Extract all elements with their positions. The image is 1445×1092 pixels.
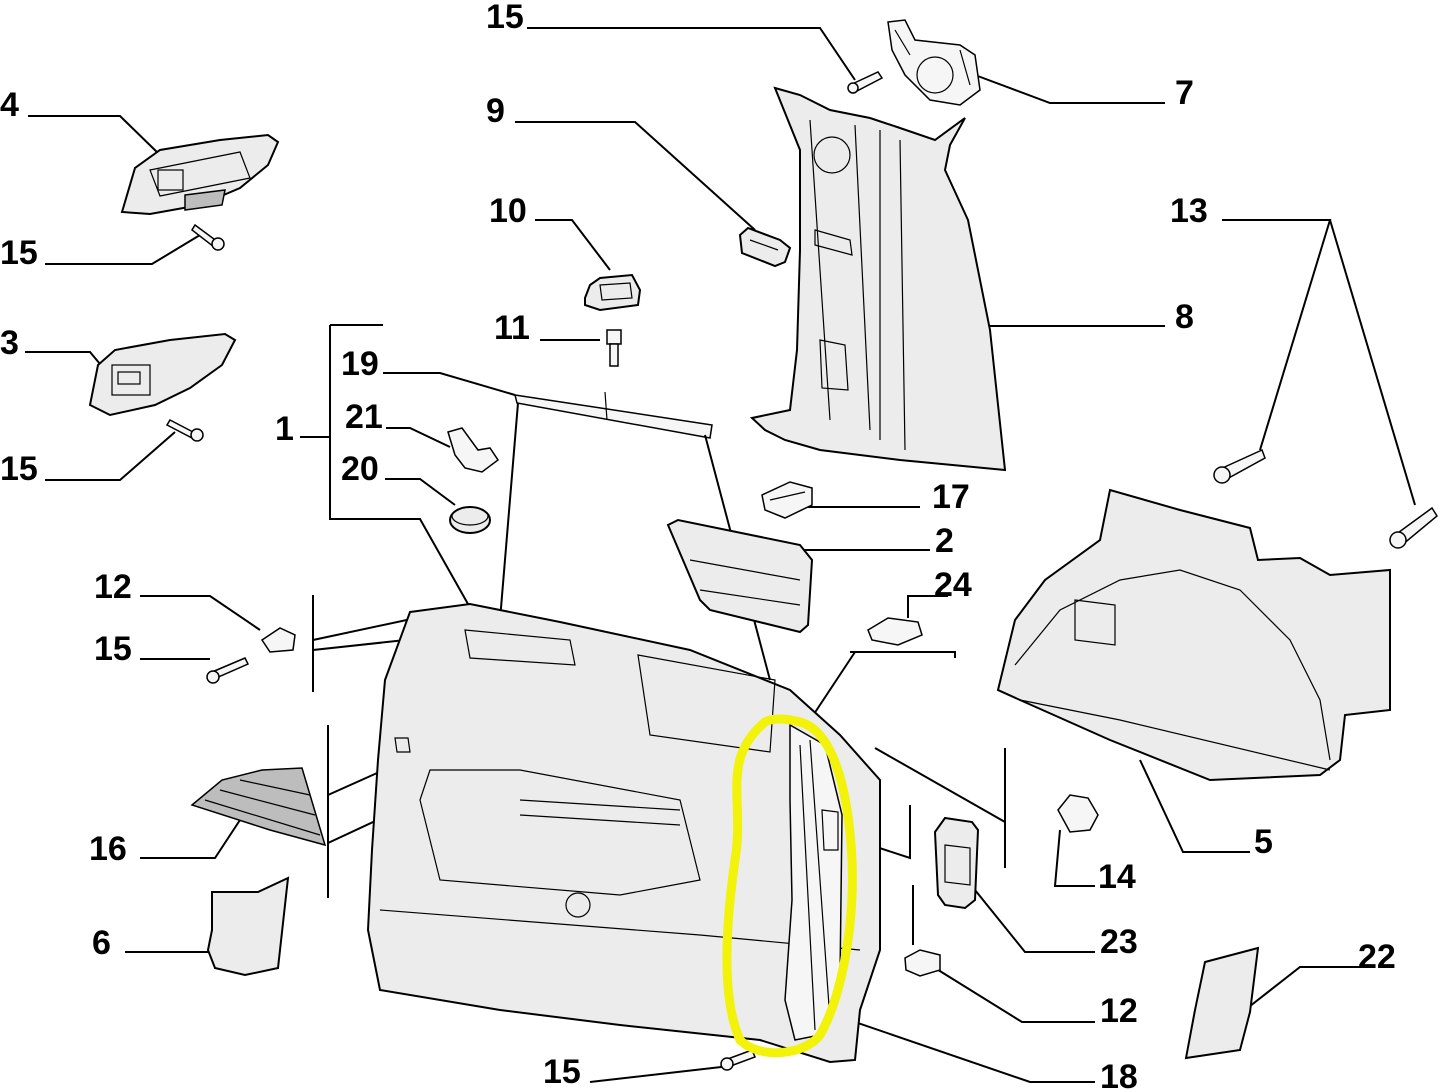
push-pin-part-13-b: [1389, 506, 1438, 549]
clip-part-12-right: [904, 949, 941, 977]
callout-12: 12: [1100, 992, 1138, 1030]
vent-part-23: [933, 816, 980, 910]
highlight-ellipse: [722, 714, 857, 1058]
trim-strip-part-18: [784, 723, 843, 1041]
callout-20: 20: [341, 450, 379, 488]
callout-21: 21: [345, 398, 383, 436]
speaker-cover-part-4: [120, 133, 280, 216]
callout-23: 23: [1100, 923, 1138, 961]
callout-3: 3: [0, 324, 19, 362]
callout-15: 15: [94, 630, 132, 668]
screw-part-15-3: [165, 419, 204, 442]
clip-part-14: [1057, 794, 1099, 833]
net-part-16: [190, 767, 327, 847]
screw-part-15-top: [847, 71, 884, 94]
callout-15: 15: [0, 450, 38, 488]
clip-part-24: [867, 617, 923, 646]
side-panel-part-1: [366, 602, 881, 1064]
panel-part-6: [206, 876, 290, 977]
callout-1: 1: [275, 410, 294, 448]
callout-12: 12: [94, 568, 132, 606]
callout-24: 24: [934, 566, 972, 604]
push-pin-part-13-a: [1213, 448, 1266, 484]
panel-part-2: [666, 518, 814, 634]
plug-part-20: [449, 506, 491, 534]
bracket-part-7: [887, 19, 981, 106]
callout-14: 14: [1098, 858, 1136, 896]
callout-17: 17: [932, 478, 970, 516]
callout-11: 11: [494, 309, 530, 347]
clip-part-10: [584, 273, 642, 312]
panel-part-22: [1184, 946, 1260, 1060]
callout-9: 9: [486, 92, 505, 130]
callout-15: 15: [486, 0, 524, 36]
callout-6: 6: [92, 924, 111, 962]
callout-16: 16: [89, 830, 127, 868]
callout-18: 18: [1100, 1058, 1138, 1092]
clip-part-17: [761, 481, 813, 519]
callout-22: 22: [1358, 938, 1396, 976]
screw-part-15-bottom: [720, 1049, 757, 1071]
speaker-cover-part-3: [88, 332, 237, 417]
callout-13: 13: [1170, 192, 1208, 230]
callout-8: 8: [1175, 298, 1194, 336]
callout-labels: 15 7 4 15 9 10 13 3 11 8 19 1 21 15 20 1…: [0, 0, 1396, 1092]
clip-part-21: [447, 427, 500, 473]
callout-15: 15: [543, 1053, 581, 1091]
pillar-trim-part-8: [749, 86, 1007, 472]
screw-part-15-left: [206, 657, 250, 684]
clip-part-9: [738, 226, 792, 268]
callout-5: 5: [1254, 823, 1273, 861]
clip-part-12-left: [260, 627, 296, 653]
callout-4: 4: [0, 86, 19, 124]
screw-part-15-4: [191, 223, 225, 251]
bolt-part-11: [606, 329, 622, 367]
callout-10: 10: [489, 192, 527, 230]
callout-2: 2: [935, 522, 954, 560]
callout-15: 15: [0, 234, 38, 272]
wheel-arch-part-5: [996, 488, 1391, 782]
callout-19: 19: [341, 345, 379, 383]
callout-7: 7: [1175, 74, 1194, 112]
